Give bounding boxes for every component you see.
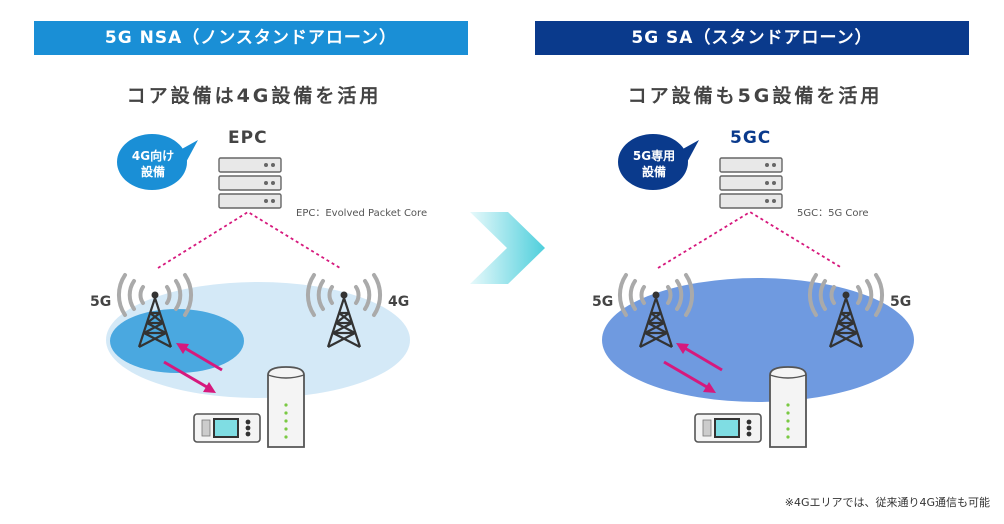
sa-server-icon [719, 157, 783, 209]
sa-core-label: 5GC [730, 128, 772, 148]
nsa-mobile-router-icon [193, 413, 261, 443]
nsa-banner: 5G NSA（ノンスタンドアローン） [34, 21, 468, 55]
nsa-bubble-line1: 4G向け [131, 149, 175, 163]
sa-mobile-router-icon [694, 413, 762, 443]
nsa-bubble-text: 4G向け 設備 [123, 148, 183, 180]
sa-home-router-icon [769, 366, 807, 448]
nsa-5g-coverage-area [110, 309, 244, 373]
sa-headline: コア設備も5G設備を活用 [627, 85, 883, 107]
sa-5g-coverage-area [602, 278, 914, 402]
sa-bubble-text: 5G専用 設備 [624, 148, 684, 180]
footnote: ※4Gエリアでは、従来通り4G通信も可能 [784, 496, 990, 509]
nsa-band-label-5g: 5G [90, 294, 112, 310]
nsa-core-label: EPC [228, 128, 268, 148]
sa-band-label-5g-left: 5G [592, 294, 614, 310]
sa-link-line [657, 210, 843, 269]
sa-bubble-line2: 設備 [641, 165, 666, 179]
nsa-link-line [157, 210, 341, 269]
nsa-home-router-icon [267, 366, 305, 448]
sa-link-arrows-icon [663, 343, 723, 393]
sa-banner: 5G SA（スタンドアローン） [535, 21, 969, 55]
sa-bubble [618, 134, 688, 190]
nsa-bubble [117, 134, 187, 190]
nsa-core-note: EPC：Evolved Packet Core [296, 208, 428, 219]
sa-band-label-5g-right: 5G [890, 294, 912, 310]
nsa-bubble-line2: 設備 [140, 165, 165, 179]
sa-bubble-line1: 5G専用 [632, 149, 676, 163]
nsa-headline: コア設備は4G設備を活用 [126, 85, 382, 107]
nsa-band-label-4g: 4G [388, 294, 410, 310]
nsa-server-icon [218, 157, 282, 209]
transition-arrow-icon [470, 212, 545, 284]
nsa-link-arrows-icon [163, 343, 223, 393]
sa-core-note: 5GC：5G Core [797, 208, 869, 219]
